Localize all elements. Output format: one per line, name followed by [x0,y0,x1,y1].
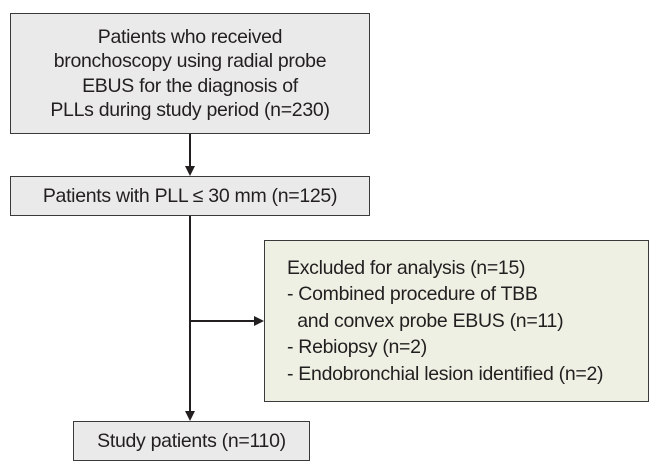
box-line: - Rebiopsy (n=2) [287,336,427,359]
box-line: EBUS for the diagnosis of [82,74,298,97]
box-line: Excluded for analysis (n=15) [287,256,526,279]
box-line: PLLs during study period (n=230) [50,99,330,121]
box-excluded: Excluded for analysis (n=15) - Combined … [264,240,649,402]
box-line: - Combined procedure of TBB [287,283,538,306]
box-text: Patients with PLL ≤ 30 mm (n=125) [42,184,338,207]
box-line: - Endobronchial lesion identified (n=2) [287,362,604,385]
box-text: Study patients (n=110) [97,429,286,452]
box-pll-30mm: Patients with PLL ≤ 30 mm (n=125) [10,176,370,216]
box-line: bronchoscopy using radial probe [53,50,327,72]
box-patients-received: Patients who received bronchoscopy using… [10,13,370,134]
box-study-patients: Study patients (n=110) [73,421,310,461]
box-line: and convex probe EBUS (n=11) [287,309,564,332]
box-line: Patients who received [97,25,283,48]
